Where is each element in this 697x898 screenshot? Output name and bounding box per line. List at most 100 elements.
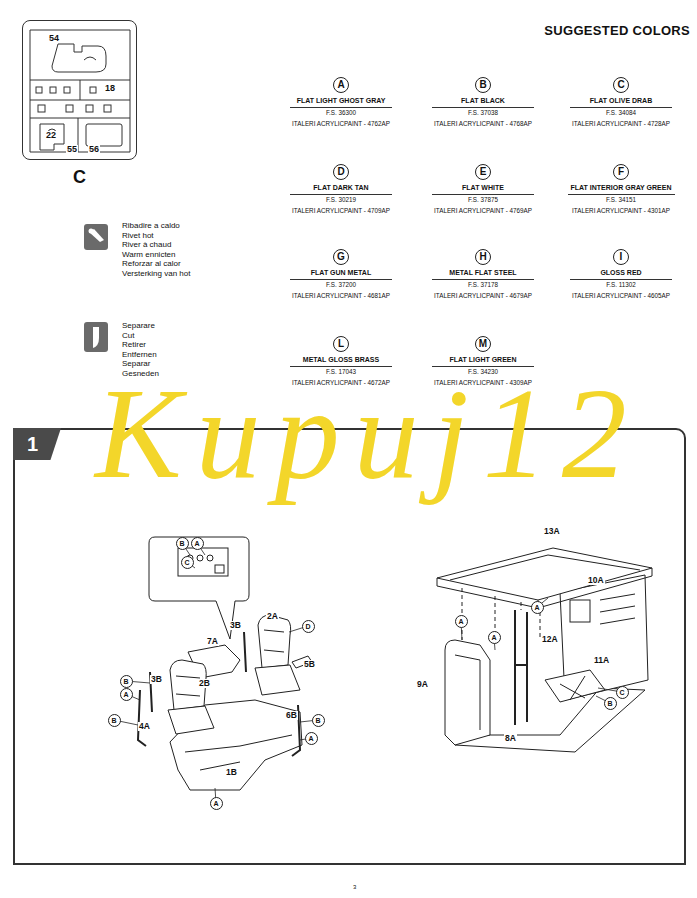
fs-number: F.S. 34084 (552, 110, 690, 117)
fs-number: F.S. 11302 (552, 282, 690, 289)
color-name: FLAT BLACK (432, 97, 534, 108)
fs-number: F.S. 37038 (414, 110, 552, 117)
color-callout: A (531, 601, 544, 614)
page-title: SUGGESTED COLORS (544, 24, 690, 37)
part-number: 2B (198, 679, 211, 688)
color-callout: B (312, 714, 325, 727)
paint-code: ITALERI ACRYLICPAINT - 4728AP (552, 121, 690, 128)
fs-number: F.S. 36300 (272, 110, 410, 117)
paint-code: ITALERI ACRYLICPAINT - 4709AP (272, 208, 410, 215)
color-callout: B (176, 537, 189, 550)
part-number: 11A (593, 656, 610, 665)
color-letter: A (491, 634, 496, 641)
color-chip: EFLAT WHITEF.S. 37875ITALERI ACRYLICPAIN… (414, 164, 552, 215)
step-number: 1 (13, 428, 61, 460)
part-number: 2A (266, 612, 279, 621)
paint-code: ITALERI ACRYLICPAINT - 4679AP (414, 293, 552, 300)
paint-code: ITALERI ACRYLICPAINT - 4769AP (414, 208, 552, 215)
legend-entry: Ribadire a caldo (122, 222, 180, 230)
paint-code: ITALERI ACRYLICPAINT - 4681AP (272, 293, 410, 300)
legend-entry: River à chaud (122, 241, 171, 249)
color-chip: F FLAT INTERIOR GRAY GREEN F.S. 34151ITALE… (552, 164, 690, 215)
watermark: Kupuj12 (95, 368, 641, 498)
color-name: FLAT GUN METAL (290, 269, 392, 280)
color-letter: B (123, 678, 128, 685)
color-letter: E (475, 164, 491, 180)
color-chip: CFLAT OLIVE DRABF.S. 34084ITALERI ACRYLI… (552, 77, 690, 128)
legend-entry: Cut (122, 332, 134, 340)
color-letter: B (475, 77, 491, 93)
color-name: FLAT LIGHT GREEN (432, 356, 534, 367)
sprue-letter: C (73, 168, 86, 186)
part-number: 5B (303, 660, 316, 669)
color-callout: C (181, 556, 194, 569)
color-letter: M (475, 336, 491, 352)
color-chip: B FLAT BLACK F.S. 37038ITALERI ACRYLICPAIN… (414, 77, 552, 128)
color-callout: A (210, 797, 223, 810)
color-letter: F (613, 164, 629, 180)
color-name: METAL GLOSS BRASS (290, 356, 392, 367)
part-number: 3B (150, 675, 163, 684)
sprue-frame: C (22, 20, 137, 160)
fs-number: F.S. 34151 (552, 197, 690, 204)
color-chip: G FLAT GUN METAL F.S. 37200ITALERI ACRYLIC… (272, 249, 410, 300)
color-name: FLAT OLIVE DRAB (570, 97, 672, 108)
legend-text: River à chaud (122, 240, 171, 249)
sprue-number: 55 (66, 145, 78, 154)
color-name: FLAT INTERIOR GRAY GREEN (568, 184, 675, 195)
sprue-number: 22 (45, 131, 57, 140)
color-letter: A (458, 618, 463, 625)
legend-text: Rivet hot (122, 231, 154, 240)
sprue-number: 54 (48, 34, 60, 43)
legend-entry: Versterking van hot (122, 270, 190, 278)
color-letter: I (613, 249, 629, 265)
leader-lines (114, 543, 622, 803)
part-number: 6B (285, 711, 298, 720)
paint-code: ITALERI ACRYLICPAINT - 4605AP (552, 293, 690, 300)
cockpit-drawing (138, 537, 312, 790)
color-chip: DFLAT DARK TANF.S. 30219ITALERI ACRYLICP… (272, 164, 410, 215)
color-letter: D (305, 623, 310, 630)
part-number: 1B (225, 768, 238, 777)
color-letter: A (308, 735, 313, 742)
color-callout: B (604, 697, 617, 710)
color-letter: B (315, 717, 320, 724)
legend-text: Entfernen (122, 350, 157, 359)
color-name: FLAT LIGHT GHOST GRAY (290, 97, 392, 108)
fs-number: F.S. 37178 (414, 282, 552, 289)
paint-code: ITALERI ACRYLICPAINT - 4301AP (552, 208, 690, 215)
color-callout: C (616, 686, 629, 699)
cabinet-drawing (437, 548, 652, 752)
color-letter: B (111, 717, 116, 724)
color-callout: A (455, 615, 468, 628)
legend-icons (84, 224, 108, 352)
color-callout: D (302, 620, 315, 633)
legend-text: Retirer (122, 340, 146, 349)
color-letter: B (607, 700, 612, 707)
legend-entry: Warm ennicten (122, 251, 176, 259)
color-letter: A (123, 691, 128, 698)
color-letter: H (475, 249, 491, 265)
color-callout: A (305, 732, 318, 745)
color-callout: A (120, 688, 133, 701)
part-number: 9A (416, 680, 429, 689)
color-letter: G (333, 249, 349, 265)
legend-text: Ribadire a caldo (122, 221, 180, 230)
part-number: 4A (138, 722, 151, 731)
part-number: 7A (206, 637, 219, 646)
fs-number: F.S. 30219 (272, 197, 410, 204)
color-callout: A (191, 537, 204, 550)
fs-number: F.S. 37200 (272, 282, 410, 289)
color-letter: A (213, 800, 218, 807)
color-letter: L (333, 336, 349, 352)
legend-text: Cut (122, 331, 134, 340)
part-number: 12A (541, 635, 559, 644)
legend-entry: Retirer (122, 341, 146, 349)
paint-code: ITALERI ACRYLICPAINT - 4768AP (414, 121, 552, 128)
color-chip: IGLOSS REDF.S. 11302ITALERI ACRYLICPAINT… (552, 249, 690, 300)
legend-entry: Rivet hot (122, 232, 154, 240)
legend-entry: Separare (122, 322, 155, 330)
legend-entry: Entfernen (122, 351, 157, 359)
sprue-number: 18 (104, 84, 116, 93)
